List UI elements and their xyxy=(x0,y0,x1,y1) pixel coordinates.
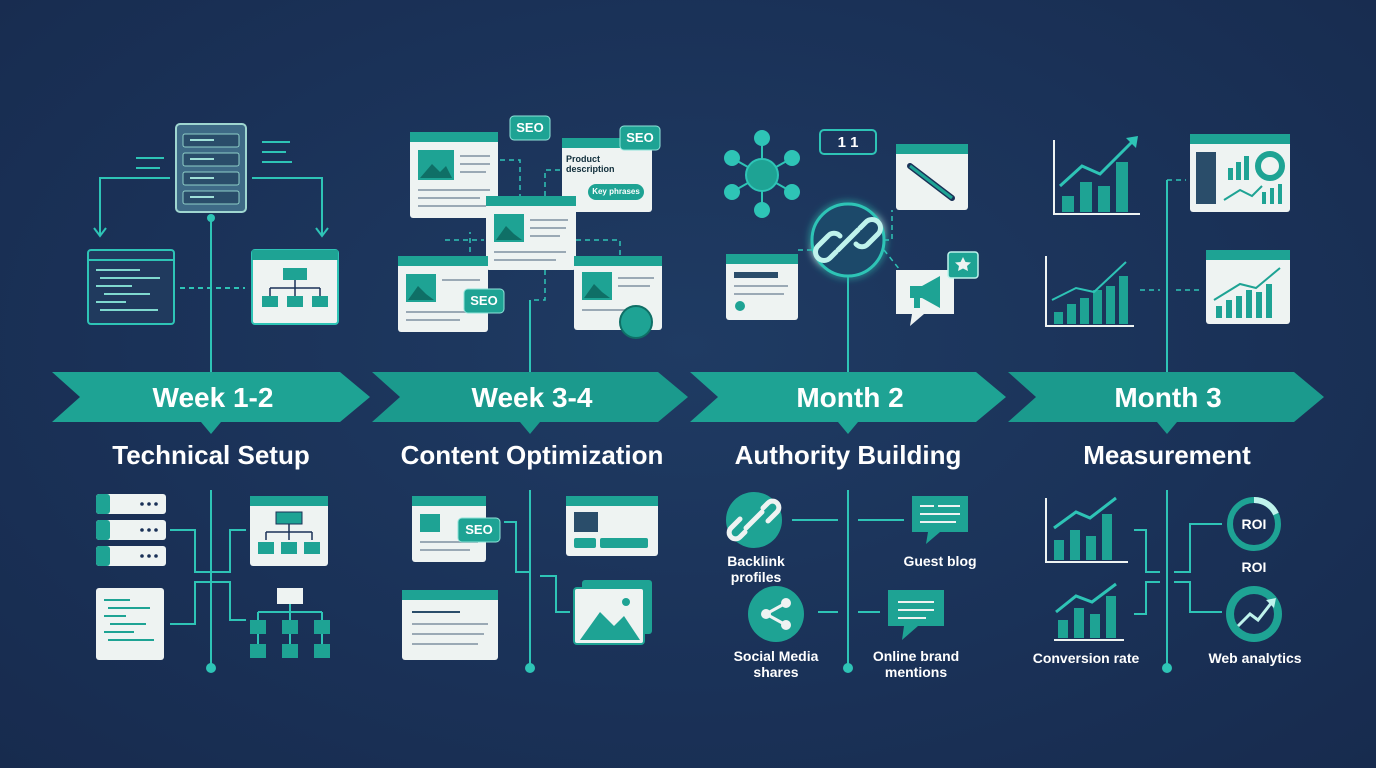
image-card-left-icon xyxy=(398,256,505,332)
link-icon xyxy=(810,202,886,278)
roi-badge-text: ROI xyxy=(1241,516,1267,532)
phase-title-content-optimization: Content Optimization xyxy=(400,440,664,470)
hierarchy-icon xyxy=(250,588,330,658)
seo-tag-icon xyxy=(509,115,551,141)
server-icon xyxy=(175,123,247,213)
counter-text: 1 1 xyxy=(837,134,859,151)
server-data-flow xyxy=(93,141,329,289)
share-icon xyxy=(748,586,804,642)
online-brand-mentions-label: Online brand mentions xyxy=(872,648,960,680)
product-card-icon xyxy=(562,138,652,212)
roi-label: ROI xyxy=(1241,559,1267,575)
backlink-icon xyxy=(726,492,782,548)
key-phrases-pill: Key phrases xyxy=(592,187,640,196)
conversion-chart-icon xyxy=(1045,496,1128,563)
web-analytics-label: Web analytics xyxy=(1208,650,1302,666)
chat-icon xyxy=(888,590,944,640)
col4-connectors xyxy=(1140,179,1200,291)
form-window-icon xyxy=(566,496,658,556)
image-card-icon xyxy=(410,132,498,218)
gallery-icon xyxy=(573,580,652,645)
timeline-banner xyxy=(52,372,1324,434)
seo-tag-top: SEO xyxy=(516,120,544,135)
col1-bottom-connectors xyxy=(170,529,246,625)
seo-tag-right: SEO xyxy=(626,130,654,145)
server-stack-icon xyxy=(96,494,166,566)
product-description-text: Product description xyxy=(566,154,615,174)
col2-bottom-connectors xyxy=(504,521,570,613)
phase-title-authority-building: Authority Building xyxy=(734,440,962,470)
roi-gauge-icon xyxy=(1227,496,1281,551)
analytics-window-icon xyxy=(1206,250,1290,324)
counter-box xyxy=(819,129,877,155)
code-window-icon xyxy=(87,249,175,325)
conversion-rate-label: Conversion rate xyxy=(1032,650,1140,666)
phase-title-measurement: Measurement xyxy=(1083,440,1251,470)
phase-arrow-1 xyxy=(52,372,370,422)
social-media-shares-label: Social Media shares xyxy=(733,648,819,680)
col3-connectors xyxy=(798,210,901,271)
sitemap-icon xyxy=(251,249,339,325)
image-card-right-icon xyxy=(574,256,662,339)
analytics-icon xyxy=(1226,586,1282,642)
sitemap-window-icon xyxy=(250,496,328,566)
dashboard-icon xyxy=(1190,134,1290,212)
chain-icon xyxy=(896,144,968,210)
conversion-bars-icon xyxy=(1054,582,1124,641)
phase-title-technical-setup: Technical Setup xyxy=(112,440,310,470)
backlink-profiles-label: Backlink profiles xyxy=(727,553,785,585)
bar-chart-icon xyxy=(1053,136,1140,215)
seo-tag-bottom: SEO xyxy=(465,522,493,537)
growth-chart-icon xyxy=(1045,256,1134,327)
guest-blog-icon xyxy=(912,496,968,544)
col3-bottom-connectors xyxy=(792,519,904,613)
megaphone-icon xyxy=(896,251,979,326)
code-doc-icon xyxy=(96,588,164,660)
content-connectors xyxy=(445,159,621,301)
phase-arrow-2 xyxy=(372,372,688,422)
connector-dots xyxy=(206,214,1172,673)
connector-lines xyxy=(210,180,1168,666)
guest-blog-label: Guest blog xyxy=(903,553,977,569)
seo-tag-icon-2 xyxy=(619,125,661,151)
seo-window-icon xyxy=(412,496,501,562)
page-icon xyxy=(726,254,798,320)
phase-arrow-3 xyxy=(690,372,1006,422)
text-window-icon xyxy=(402,590,498,660)
seo-tag-left: SEO xyxy=(470,293,498,308)
col4-bottom-connectors xyxy=(1134,523,1222,615)
image-card-center-icon xyxy=(486,196,576,270)
phase-arrow-4 xyxy=(1008,372,1324,422)
share-network-icon xyxy=(724,130,800,218)
